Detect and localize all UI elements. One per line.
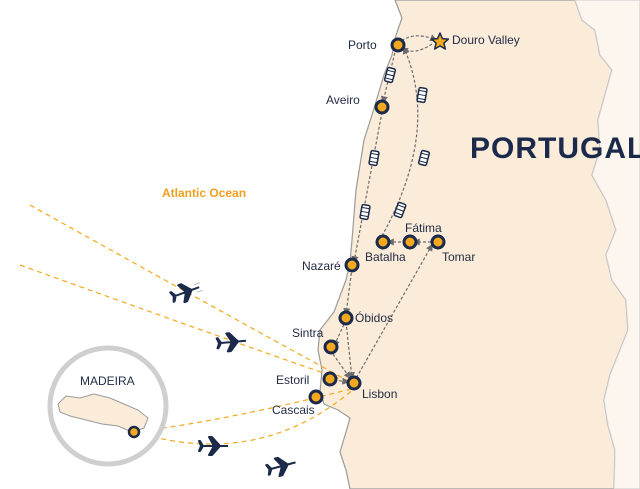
bus-icon	[383, 66, 397, 84]
bus-icon	[368, 149, 380, 167]
aveiro-marker	[374, 99, 390, 115]
city-label-fatima: Fátima	[405, 221, 442, 235]
bus-icon	[416, 86, 428, 104]
batalha-marker	[375, 234, 391, 250]
bus-icon	[393, 201, 407, 219]
spain-area	[575, 0, 640, 489]
tomar-marker	[430, 234, 446, 250]
city-label-douro: Douro Valley	[452, 33, 520, 47]
airplane-icon	[265, 456, 296, 477]
madeira-island	[57, 393, 149, 433]
city-label-estoril: Estoril	[276, 373, 309, 387]
city-label-lisbon: Lisbon	[362, 387, 397, 401]
city-label-tomar: Tomar	[442, 250, 475, 264]
star-icon	[430, 32, 450, 50]
airplane-icon	[169, 282, 203, 304]
city-label-aveiro: Aveiro	[326, 93, 360, 107]
porto-marker	[390, 37, 406, 53]
flight-paths	[19, 204, 356, 445]
madeira-inset: MADEIRA	[47, 345, 169, 467]
obidos-marker	[338, 310, 354, 326]
airplane-icon	[215, 332, 247, 353]
lisbon-marker	[346, 375, 362, 391]
nazare-marker	[344, 257, 360, 273]
city-label-batalha: Batalha	[365, 250, 406, 264]
portugal-landmass	[317, 0, 640, 489]
madeira-label: MADEIRA	[80, 374, 135, 388]
city-label-sintra: Sintra	[292, 326, 324, 340]
estoril-marker	[322, 371, 338, 387]
city-label-cascais: Cascais	[272, 403, 315, 417]
city-label-obidos: Óbidos	[355, 310, 393, 325]
madeira-marker	[127, 425, 141, 439]
sintra-marker	[323, 339, 339, 355]
fatima-marker	[402, 234, 418, 250]
bus-icon	[359, 203, 371, 221]
city-markers	[308, 37, 446, 405]
cascais-marker	[308, 389, 324, 405]
city-label-nazare: Nazaré	[302, 259, 341, 273]
city-label-porto: Porto	[348, 38, 377, 52]
country-label: PORTUGAL	[470, 132, 640, 165]
bus-icon	[417, 149, 431, 167]
ocean-label: Atlantic Ocean	[162, 186, 246, 200]
airplane-icon	[198, 436, 228, 456]
